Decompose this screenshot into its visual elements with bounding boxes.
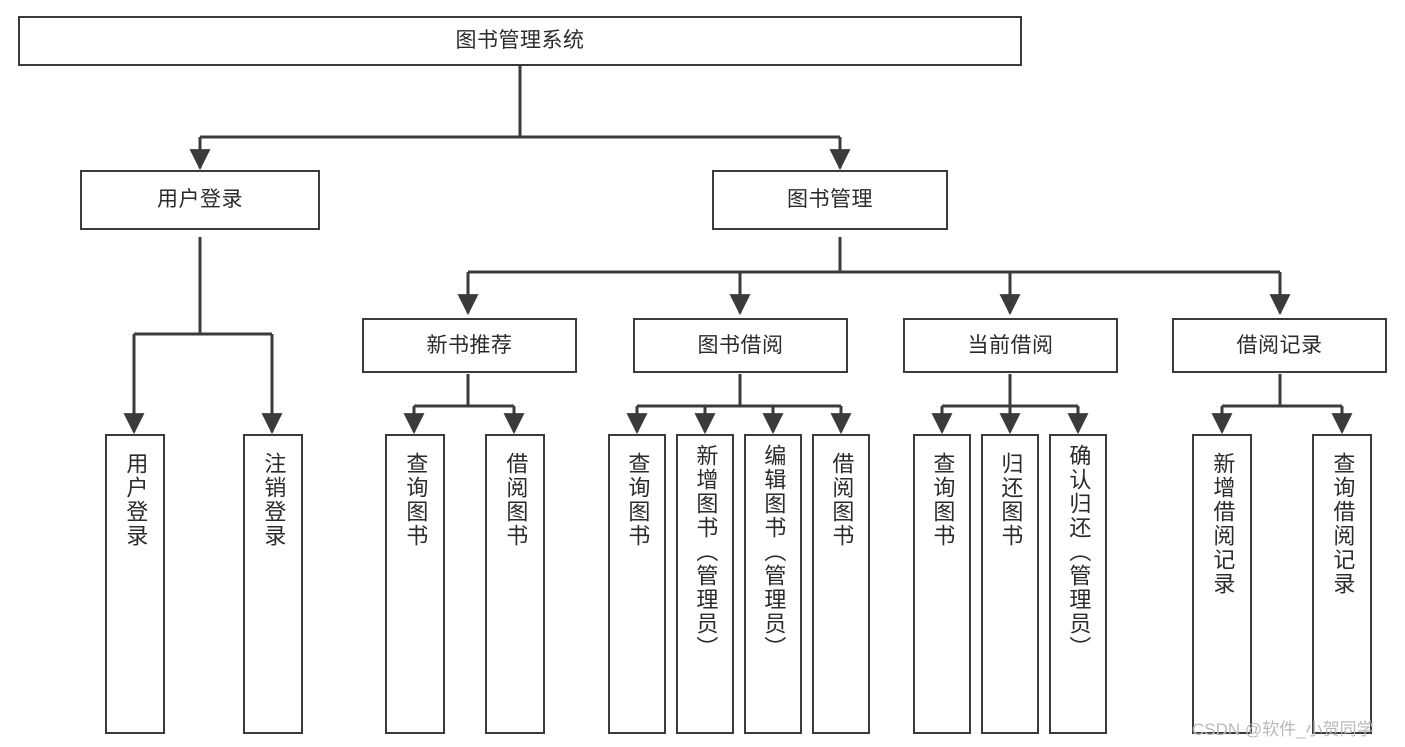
node-label: 注销登录 bbox=[261, 452, 287, 548]
node-label: 查询借阅记录 bbox=[1330, 452, 1356, 596]
node-label: 用户登录 bbox=[157, 188, 243, 212]
node-label: 新增借阅记录 bbox=[1210, 452, 1236, 596]
watermark-text: CSDN @软件_小贺同学 bbox=[1192, 720, 1374, 739]
node-label: 借阅图书 bbox=[829, 452, 855, 548]
leaf-user-login-logout[interactable]: 注销登录 bbox=[243, 434, 303, 734]
node-label: 新增图书（管理员） bbox=[693, 444, 719, 660]
node-book-management[interactable]: 图书管理 bbox=[712, 170, 948, 230]
node-current-borrow[interactable]: 当前借阅 bbox=[903, 318, 1118, 373]
leaf-borrow-records-add[interactable]: 新增借阅记录 bbox=[1192, 434, 1252, 734]
node-label: 借阅记录 bbox=[1236, 333, 1323, 357]
node-label: 当前借阅 bbox=[967, 333, 1054, 357]
node-label: 查询图书 bbox=[625, 452, 651, 548]
leaf-current-borrow-query[interactable]: 查询图书 bbox=[913, 434, 971, 734]
node-new-book-recommend[interactable]: 新书推荐 bbox=[362, 318, 577, 373]
leaf-new-book-query[interactable]: 查询图书 bbox=[385, 434, 445, 734]
leaf-book-borrow-borrow[interactable]: 借阅图书 bbox=[812, 434, 870, 734]
node-root-book-management-system[interactable]: 图书管理系统 bbox=[18, 16, 1022, 66]
node-label: 用户登录 bbox=[123, 452, 149, 548]
node-label: 新书推荐 bbox=[426, 333, 513, 357]
leaf-new-book-borrow[interactable]: 借阅图书 bbox=[485, 434, 545, 734]
node-label: 图书管理 bbox=[787, 188, 873, 212]
leaf-borrow-records-query[interactable]: 查询借阅记录 bbox=[1312, 434, 1372, 734]
node-label: 查询图书 bbox=[930, 452, 956, 548]
leaf-current-borrow-confirm[interactable]: 确认归还（管理员） bbox=[1049, 434, 1107, 734]
leaf-current-borrow-return[interactable]: 归还图书 bbox=[981, 434, 1039, 734]
leaf-book-borrow-add[interactable]: 新增图书（管理员） bbox=[676, 434, 734, 734]
leaf-book-borrow-query[interactable]: 查询图书 bbox=[608, 434, 666, 734]
node-label: 图书借阅 bbox=[697, 333, 784, 357]
leaf-user-login-login[interactable]: 用户登录 bbox=[105, 434, 165, 734]
node-user-login[interactable]: 用户登录 bbox=[80, 170, 320, 230]
node-label: 借阅图书 bbox=[503, 452, 529, 548]
node-label: 归还图书 bbox=[998, 452, 1024, 548]
node-book-borrow[interactable]: 图书借阅 bbox=[633, 318, 848, 373]
node-label: 确认归还（管理员） bbox=[1066, 444, 1092, 660]
node-borrow-records[interactable]: 借阅记录 bbox=[1172, 318, 1387, 373]
node-label: 图书管理系统 bbox=[455, 29, 585, 53]
leaf-book-borrow-edit[interactable]: 编辑图书（管理员） bbox=[744, 434, 802, 734]
node-label: 查询图书 bbox=[403, 452, 429, 548]
node-label: 编辑图书（管理员） bbox=[761, 444, 787, 660]
